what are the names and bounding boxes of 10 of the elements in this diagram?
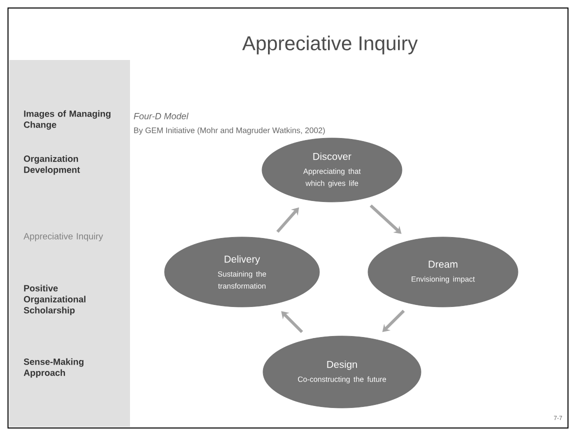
sidebar-item: Sense-Making Approach: [24, 358, 84, 378]
sidebar-item: Images of Managing Change: [24, 110, 110, 130]
title: Appreciative Inquiry: [242, 36, 418, 54]
sidebar-item: Appreciative Inquiry: [24, 232, 104, 242]
sidebar-item: Organization Development: [24, 155, 80, 175]
sidebar-item: Positive Organizational Scholarship: [24, 284, 86, 316]
source-note: By GEM Initiative (Mohr and Magruder Watkins, 2002): [134, 127, 325, 135]
cycle-arrow: [370, 204, 402, 234]
cycle-arrow: [281, 311, 304, 334]
subtitle: Four-D Model: [134, 112, 189, 120]
